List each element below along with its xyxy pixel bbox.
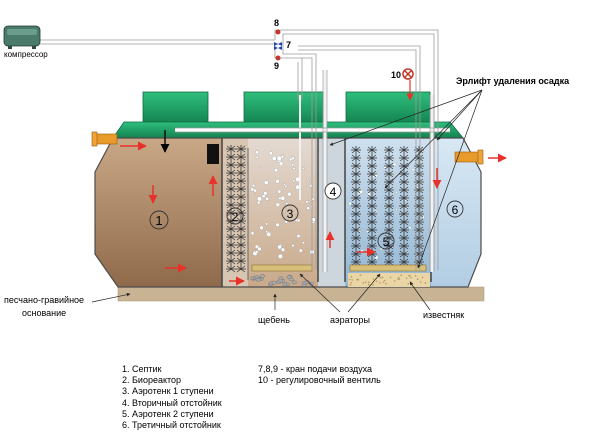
- sand-base-label-2: основание: [22, 308, 66, 318]
- aeration-bubbles: [250, 150, 316, 259]
- svg-text:1: 1: [155, 213, 162, 228]
- aerators-label: аэраторы: [330, 315, 370, 325]
- legend-item: 5. Аэротенк 2 ступени: [122, 408, 214, 419]
- limestone-dots: [349, 274, 427, 286]
- legend-right: 7,8,9 - кран подачи воздуха 10 - регулир…: [258, 364, 381, 386]
- compartment-6: [431, 138, 481, 287]
- bio-load-brushes: [226, 145, 424, 273]
- sand-base-label-1: песчано-гравийное: [4, 295, 84, 305]
- valve-10-label: 10: [391, 70, 401, 80]
- compartment-numbers: 1 2 3 4 5 6: [149, 182, 464, 250]
- legend-left: 1. Септик 2. Биореактор 3. Аэротенк 1 ст…: [122, 364, 222, 431]
- legend-item: 10 - регулировочный вентиль: [258, 375, 381, 386]
- valve-10: [402, 68, 414, 80]
- gravel-layer: [250, 274, 314, 287]
- valve-group: [274, 29, 282, 61]
- legend-item: 7,8,9 - кран подачи воздуха: [258, 364, 373, 374]
- erlift-label: Эрлифт удаления осадка: [456, 76, 570, 86]
- svg-text:3: 3: [287, 207, 294, 221]
- legend-item: 4. Вторичный отстойник: [122, 397, 222, 408]
- callout-lines: [91, 89, 483, 313]
- legend-item: 2. Биореактор: [122, 375, 182, 386]
- valve-8-label: 8: [274, 18, 279, 28]
- valve-7-label: 7: [286, 40, 291, 50]
- legend-item: 3. Аэротенк 1 ступени: [122, 386, 214, 397]
- air-supply-pipes: [40, 29, 439, 270]
- compartment-1: [95, 138, 222, 287]
- svg-text:6: 6: [452, 203, 459, 217]
- limestone-label: известняк: [423, 310, 464, 320]
- internal-pipes: [175, 70, 450, 272]
- legend-item: 6. Третичный отстойник: [122, 420, 221, 431]
- compartment-4: [318, 138, 345, 287]
- svg-text:4: 4: [330, 185, 337, 199]
- compressor-label: компрессор: [4, 50, 48, 59]
- valve-9-label: 9: [274, 61, 279, 71]
- legend-item: 1. Септик: [122, 364, 162, 374]
- sand-gravel-base: [118, 287, 484, 301]
- overflow-block: [207, 144, 219, 164]
- aerator-plate-2: [349, 264, 427, 272]
- gravel-label: щебень: [258, 315, 290, 325]
- outlet-pipe: [454, 149, 484, 165]
- aerator-plate: [251, 264, 313, 272]
- inlet-pipe: [91, 131, 118, 147]
- svg-text:5: 5: [383, 235, 390, 249]
- compressor: [3, 25, 41, 49]
- flow-arrows: [120, 80, 507, 286]
- svg-text:2: 2: [232, 210, 239, 224]
